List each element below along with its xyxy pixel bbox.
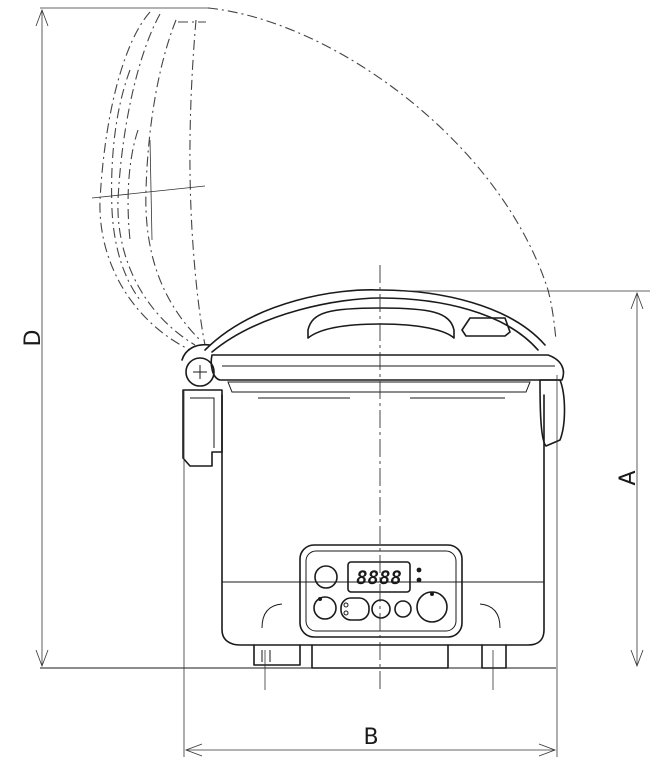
control-panel: 8888 <box>299 544 463 638</box>
lid <box>181 288 565 399</box>
dimension-b: B <box>183 375 558 757</box>
lid-handle <box>307 307 455 339</box>
dimension-a: A <box>400 290 650 668</box>
indicator-led <box>416 577 422 583</box>
hinge <box>185 357 215 387</box>
centerlines <box>264 265 494 690</box>
panel-button-start <box>416 591 448 623</box>
panel-button-oval <box>340 597 370 621</box>
dimension-b-label: B <box>363 725 378 750</box>
indicator-led <box>416 567 422 573</box>
display-window <box>347 561 411 593</box>
dimension-d: D <box>21 7 210 668</box>
right-handle <box>539 379 566 447</box>
panel-button-top-left <box>314 565 338 589</box>
open-lid-phantom <box>91 7 557 351</box>
dimension-a-label: A <box>616 470 641 485</box>
left-handle <box>182 389 223 467</box>
side-handles <box>182 379 566 467</box>
display-readout: 8888 <box>356 567 402 589</box>
panel-button-center <box>371 599 391 619</box>
lid-release-button <box>461 317 511 337</box>
panel-button-small <box>394 600 412 618</box>
body <box>40 394 556 669</box>
dimension-d-label: D <box>21 330 46 347</box>
panel-button-left <box>313 596 337 620</box>
